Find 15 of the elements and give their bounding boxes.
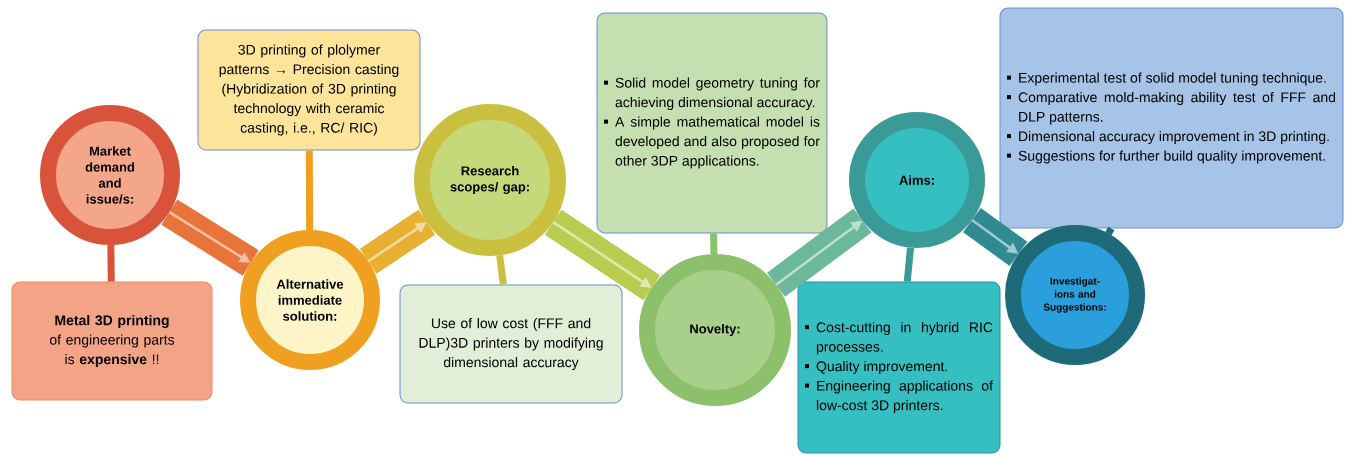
band-arrow — [161, 199, 259, 276]
text-box: Cost-cutting in hybrid RIC processes. Quality improvement. Engineering applications of low-cost 3D printers. — [797, 281, 1001, 454]
band-arrow — [767, 208, 872, 297]
text-box: Solid model geometry tuning for achieving dimensional accuracy. A simple mathematical model is developed and also proposed for other 3DP applications. — [596, 12, 828, 234]
band-arrow — [359, 209, 436, 274]
text-box: Metal 3D printing of engineering parts is expensive !! — [11, 281, 213, 401]
stem-connector — [305, 150, 314, 231]
stem-connector — [710, 233, 718, 255]
text-box: Use of low cost (FFF and DLP)3D printers by modifying dimensional accuracy — [399, 284, 623, 404]
band-arrow — [963, 207, 1028, 266]
stem-connector — [903, 247, 914, 282]
text-box: Experimental test of solid model tuning technique. Comparative mold-making ability test of FFF and DLP patterns. Dimensional accuracy improvement in 3D printing. Suggestions for further build quality improvement. — [999, 7, 1344, 229]
band-arrow — [544, 209, 661, 301]
stem-connector — [1105, 226, 1115, 236]
text-box: 3D printing of plolymer patterns → Precision casting (Hybridization of 3D printing technology with ceramic casting, i.e., RC/ RIC) — [197, 29, 421, 151]
